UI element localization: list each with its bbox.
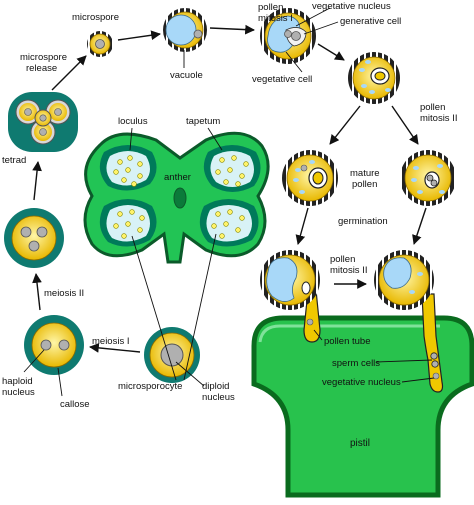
label-pollen-mitosis-1-line-1: pollen	[258, 2, 283, 13]
label-mature-pollen-line-1: mature	[350, 168, 380, 179]
label-mature-pollen-line-2: pollen	[352, 179, 377, 190]
mature-pollen-bicellular	[282, 150, 338, 206]
label-tetrad: tetrad	[2, 155, 26, 166]
label-sperm-cells: sperm cells	[332, 358, 380, 369]
label-pistil: pistil	[350, 438, 370, 449]
label-pollen-tube: pollen tube	[324, 336, 370, 347]
germinating-pollen-right	[374, 250, 444, 393]
cycle-arrows	[32, 24, 427, 353]
label-vacuole: vacuole	[170, 70, 203, 81]
microspore	[87, 31, 113, 57]
tetrad	[8, 92, 78, 152]
label-meiosis-1: meiosis I	[92, 336, 129, 347]
label-generative-cell: generative cell	[340, 16, 401, 27]
label-diploid-nucleus-line-2: nucleus	[202, 392, 235, 403]
label-meiosis-2: meiosis II	[44, 288, 84, 299]
label-microspore-release-line-2: release	[26, 63, 57, 74]
label-pollen-mitosis-2-right-line-1: pollen	[420, 102, 445, 113]
label-pollen-mitosis-2-right-line-2: mitosis II	[420, 113, 457, 124]
loculus-bottom-right	[199, 199, 259, 247]
bicellular-pollen	[348, 52, 400, 104]
label-vegetative-nucleus-bottom: vegetative nucleus	[322, 377, 401, 388]
anther-microsporocytes	[113, 155, 249, 239]
vacuolated-microspore	[163, 8, 207, 52]
mature-pollen-tricellular	[400, 150, 456, 206]
meiosis-two-cell	[4, 208, 64, 268]
label-tapetum: tapetum	[186, 116, 220, 127]
label-diploid-nucleus-line-1: diploid	[202, 381, 229, 392]
bicellular-pollen-early	[260, 8, 316, 64]
labels: microspore pollen mitosis I vegetative n…	[2, 1, 457, 449]
label-microsporocyte: microsporocyte	[118, 381, 182, 392]
label-pollen-mitosis-2-bottom-line-2: mitosis II	[330, 265, 367, 276]
label-microspore: microspore	[72, 12, 119, 23]
label-haploid-nucleus-line-2: nucleus	[2, 387, 35, 398]
vascular-bundle	[173, 187, 187, 209]
label-pollen-mitosis-2-bottom-line-1: pollen	[330, 254, 355, 265]
label-germination: germination	[338, 216, 388, 227]
label-vegetative-cell: vegetative cell	[252, 74, 312, 85]
label-pollen-mitosis-1-line-2: mitosis I	[258, 13, 293, 24]
anther	[83, 131, 270, 264]
label-anther: anther	[164, 172, 191, 183]
germinating-pollen-left	[260, 250, 321, 343]
label-loculus: loculus	[118, 116, 148, 127]
label-callose: callose	[60, 399, 90, 410]
label-vegetative-nucleus-top: vegetative nucleus	[312, 1, 391, 12]
meiosis-one-cell	[24, 315, 84, 375]
leader-lines	[23, 7, 435, 397]
microsporocyte	[144, 327, 200, 383]
label-haploid-nucleus-line-1: haploid	[2, 376, 33, 387]
label-microspore-release-line-1: microspore	[20, 52, 67, 63]
pistil	[251, 315, 474, 498]
